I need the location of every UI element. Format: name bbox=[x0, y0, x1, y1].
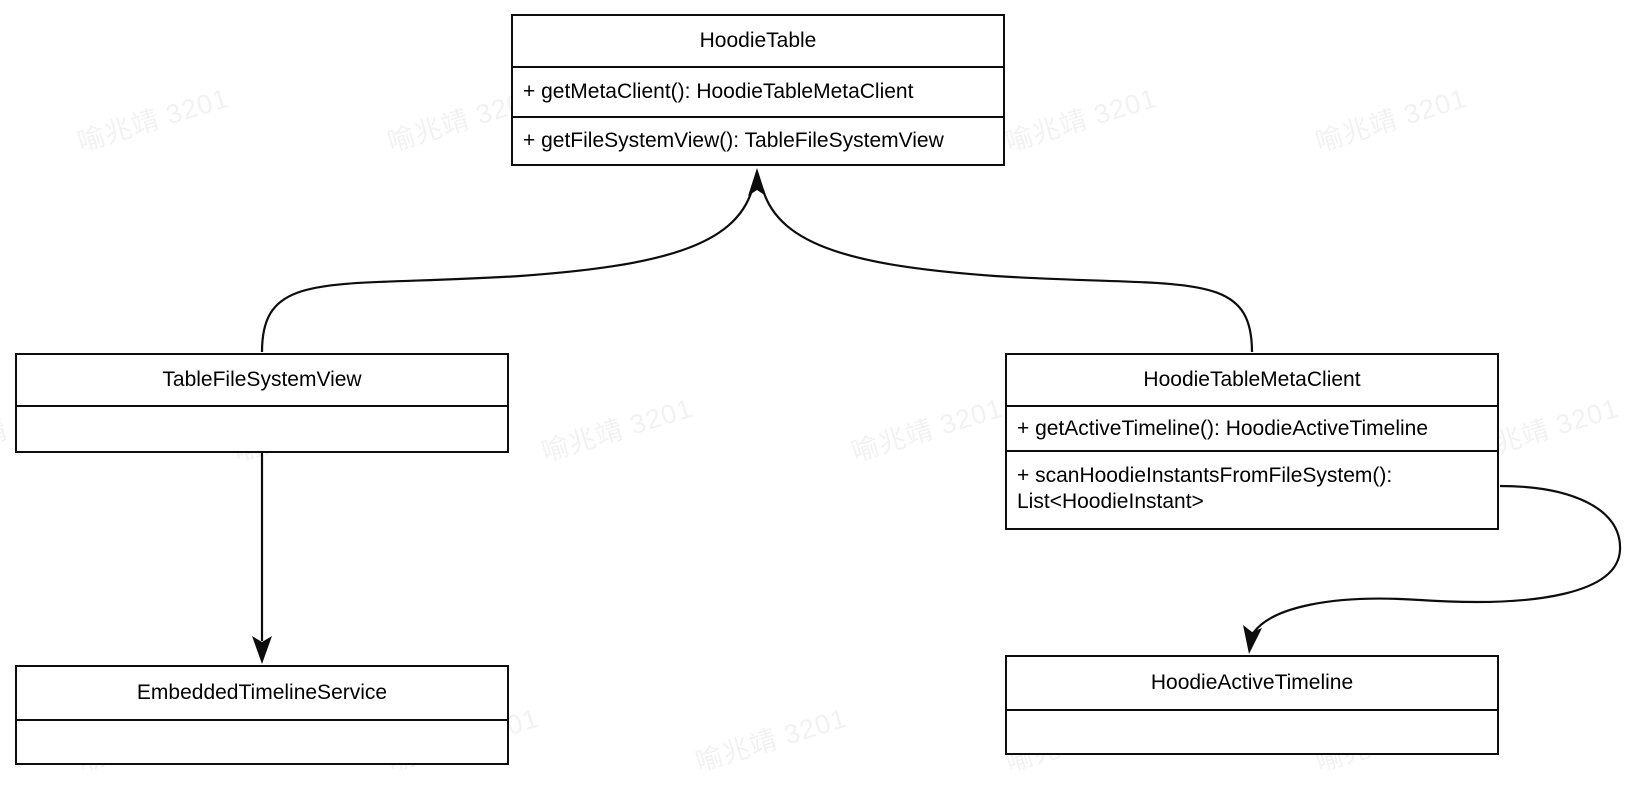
class-name-hoodie-table-meta-client: HoodieTableMetaClient bbox=[1143, 368, 1361, 391]
member-text: + getActiveTimeline(): HoodieActiveTimel… bbox=[1017, 416, 1429, 440]
arrowhead-to-embeddedtimelineservice bbox=[252, 636, 272, 664]
class-member-row-empty bbox=[17, 405, 507, 451]
class-name-hoodie-table: HoodieTable bbox=[699, 29, 817, 52]
class-name-table-file-system-view: TableFileSystemView bbox=[162, 368, 362, 391]
watermark-text: 喻兆靖 3201 bbox=[1312, 82, 1471, 158]
arrowhead-to-hoodieactivetimeline bbox=[1243, 625, 1262, 654]
member-text: + getMetaClient(): HoodieTableMetaClient bbox=[523, 80, 914, 104]
class-member-row-empty bbox=[17, 719, 507, 763]
edge-hoodietablemetaclient-to-hoodietable bbox=[761, 189, 1254, 353]
uml-class-hoodie-table-meta-client[interactable]: HoodieTableMetaClient + getActiveTimelin… bbox=[1005, 353, 1499, 530]
uml-class-table-file-system-view[interactable]: TableFileSystemView bbox=[15, 353, 509, 453]
class-name-embedded-timeline-service: EmbeddedTimelineService bbox=[136, 681, 388, 704]
watermark-text: 喻兆靖 3201 bbox=[538, 392, 697, 468]
uml-class-embedded-timeline-service[interactable]: EmbeddedTimelineService bbox=[15, 665, 509, 765]
arrowhead-to-hoodietable bbox=[748, 168, 766, 196]
watermark-text: 喻兆靖 3201 bbox=[848, 392, 1007, 468]
member-text: + getFileSystemView(): TableFileSystemVi… bbox=[523, 129, 944, 153]
uml-class-hoodie-active-timeline[interactable]: HoodieActiveTimeline bbox=[1005, 655, 1499, 755]
member-text: + scanHoodieInstantsFromFileSystem(): Li… bbox=[1017, 464, 1393, 513]
watermark-text: 喻兆靖 3201 bbox=[1002, 82, 1161, 158]
watermark-text: 喻兆靖 3201 bbox=[74, 82, 233, 158]
class-member-row: + getFileSystemView(): TableFileSystemVi… bbox=[513, 116, 1003, 164]
uml-class-hoodie-table[interactable]: HoodieTable + getMetaClient(): HoodieTab… bbox=[511, 14, 1005, 166]
edge-tablefilesystemview-to-hoodietable bbox=[260, 189, 754, 353]
class-member-row: + getActiveTimeline(): HoodieActiveTimel… bbox=[1007, 405, 1497, 450]
watermark-text: 喻兆靖 3201 bbox=[692, 702, 851, 778]
class-member-row: + getMetaClient(): HoodieTableMetaClient bbox=[513, 66, 1003, 116]
class-name-hoodie-active-timeline: HoodieActiveTimeline bbox=[1150, 671, 1354, 694]
class-member-row: + scanHoodieInstantsFromFileSystem(): Li… bbox=[1007, 450, 1497, 526]
class-member-row-empty bbox=[1007, 709, 1497, 753]
